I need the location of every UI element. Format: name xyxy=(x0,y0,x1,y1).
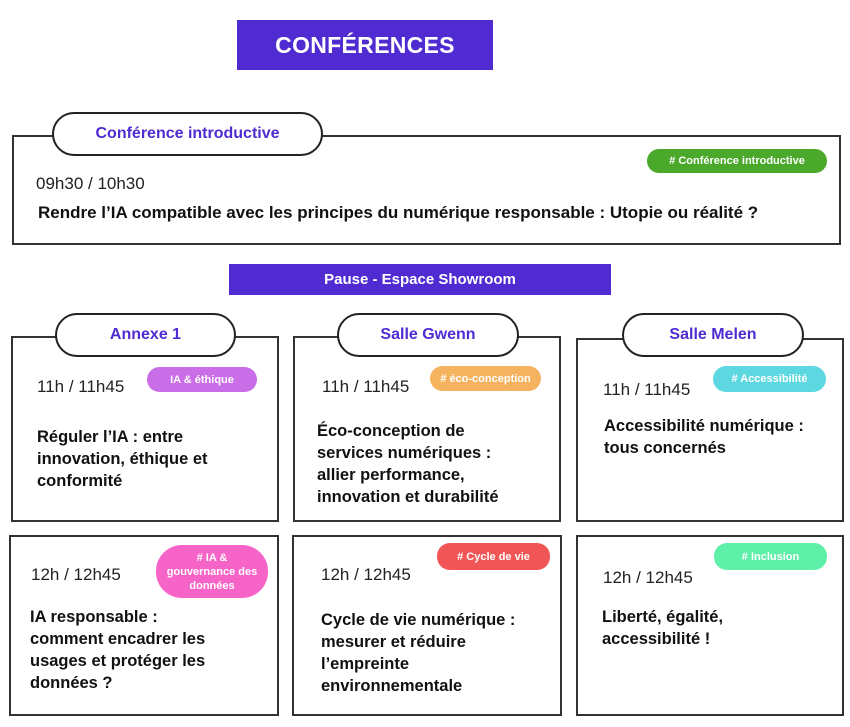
intro-room-label: Conférence introductive xyxy=(52,112,323,156)
session-title: Accessibilité numérique :tous concernés xyxy=(604,417,804,457)
session-time: 12h / 12h45 xyxy=(321,565,411,584)
page-title: CONFÉRENCES xyxy=(237,20,493,70)
session-tag: # Inclusion xyxy=(714,543,827,570)
session-tag: # Accessibilité xyxy=(713,366,826,392)
session-time: 12h / 12h45 xyxy=(603,568,693,587)
intro-title: Rendre l’IA compatible avec les principe… xyxy=(38,203,759,222)
intro-time: 09h30 / 10h30 xyxy=(36,174,145,193)
room-label-salle-melen: Salle Melen xyxy=(622,313,804,357)
session-tag: # Cycle de vie xyxy=(437,543,550,570)
session-time: 12h / 12h45 xyxy=(31,565,121,584)
pause-banner: Pause - Espace Showroom xyxy=(229,264,611,295)
session-time: 11h / 11h45 xyxy=(603,380,691,399)
session-title: Cycle de vie numérique :mesurer et rédui… xyxy=(321,611,516,695)
session-tag: # éco-conception xyxy=(430,366,541,391)
session-time: 11h / 11h45 xyxy=(37,377,125,396)
session-tag: IA & éthique xyxy=(147,367,257,392)
session-title: Liberté, égalité,accessibilité ! xyxy=(602,608,724,648)
room-label-annexe-1: Annexe 1 xyxy=(55,313,236,357)
intro-tag: # Conférence introductive xyxy=(647,149,827,173)
session-time: 11h / 11h45 xyxy=(322,377,410,396)
room-label-salle-gwenn: Salle Gwenn xyxy=(337,313,519,357)
